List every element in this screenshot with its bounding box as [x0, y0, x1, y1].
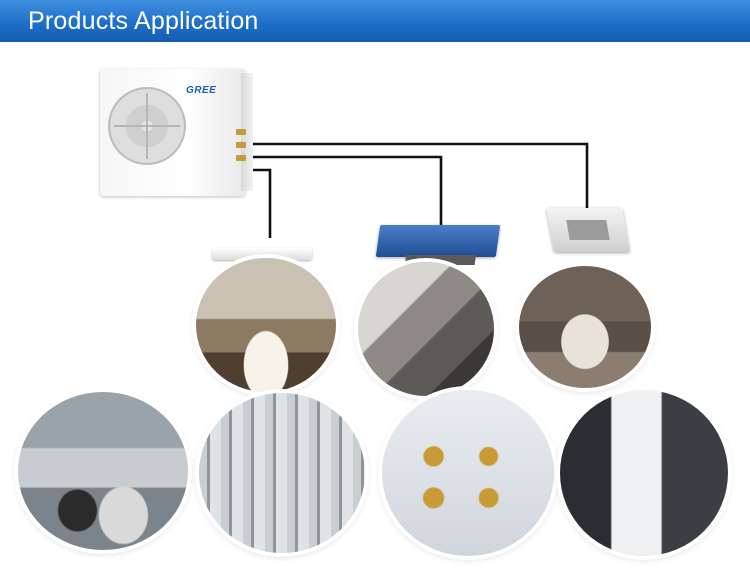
refrigerant-lines — [245, 142, 589, 238]
bedroom-scene — [196, 258, 336, 392]
industrial-machine-scene — [560, 390, 728, 556]
line-to-wall-unit — [245, 168, 272, 238]
brass-manifold-scene — [382, 390, 554, 556]
line-to-cassette — [245, 142, 589, 224]
fan-grille — [108, 87, 186, 165]
chiller-plant-scene — [18, 392, 188, 550]
wall-mounted-indoor-unit — [212, 248, 312, 260]
service-valve — [236, 155, 246, 161]
duct-indoor-unit — [375, 225, 501, 257]
brand-logo: GREE — [186, 85, 217, 96]
page-title: Products Application — [28, 7, 259, 35]
lounge-scene — [519, 266, 651, 388]
application-diagram: GREE — [0, 42, 750, 570]
outdoor-unit-side — [241, 73, 253, 191]
stainless-pipes-scene — [199, 393, 365, 553]
service-valve — [236, 142, 246, 148]
cassette-indoor-unit — [546, 208, 630, 252]
line-to-duct — [245, 155, 443, 230]
service-valve — [236, 129, 246, 135]
outdoor-unit: GREE — [100, 69, 253, 196]
header-banner: Products Application — [0, 0, 750, 42]
living-room-scene — [358, 262, 494, 396]
